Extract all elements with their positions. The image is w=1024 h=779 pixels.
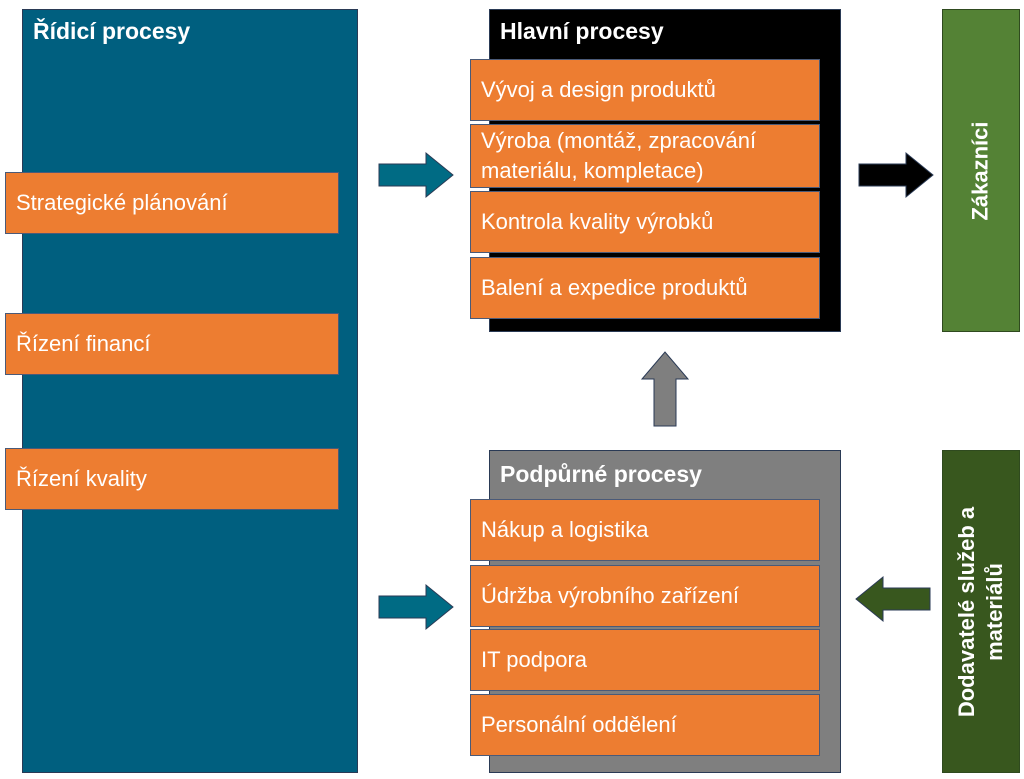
podpurne-item-udrzba: Údržba výrobního zařízení <box>470 565 820 627</box>
hlavni-item-baleni-expedice: Balení a expedice produktů <box>470 257 820 319</box>
dodavatele-label-line1: Dodavatelé služeb a <box>954 506 979 717</box>
podpurne-item-personalni: Personální oddělení <box>470 694 820 756</box>
ridici-item-rizeni-financi: Řízení financí <box>5 313 339 375</box>
ridici-item-strategicke-planovani: Strategické plánování <box>5 172 339 234</box>
zakaznici-box: Zákazníci <box>942 9 1020 332</box>
arrow-hlavni-to-zakaznici <box>858 151 934 199</box>
hlavni-item-vyroba: Výroba (montáž, zpracování materiálu, ko… <box>470 124 820 188</box>
podpurne-item-it-podpora: IT podpora <box>470 629 820 691</box>
podpurne-procesy-title: Podpůrné procesy <box>500 461 702 487</box>
arrow-ridici-to-hlavni <box>378 151 454 199</box>
podpurne-item-nakup-logistika: Nákup a logistika <box>470 499 820 561</box>
ridici-item-rizeni-kvality: Řízení kvality <box>5 448 339 510</box>
arrow-ridici-to-podpurne <box>378 583 454 631</box>
dodavatele-label-line2: materiálů <box>982 562 1007 661</box>
ridici-procesy-panel: Řídicí procesy <box>22 9 358 773</box>
zakaznici-label: Zákazníci <box>968 120 994 221</box>
arrow-dodavatele-to-podpurne <box>855 575 931 623</box>
ridici-procesy-title: Řídicí procesy <box>33 18 191 44</box>
hlavni-procesy-title: Hlavní procesy <box>500 18 664 44</box>
hlavni-item-kontrola-kvality: Kontrola kvality výrobků <box>470 191 820 253</box>
dodavatele-label: Dodavatelé služeb a materiálů <box>953 506 1009 716</box>
hlavni-item-vyvoj-design: Vývoj a design produktů <box>470 59 820 121</box>
dodavatele-box: Dodavatelé služeb a materiálů <box>942 450 1020 773</box>
arrow-podpurne-to-hlavni <box>640 351 690 427</box>
